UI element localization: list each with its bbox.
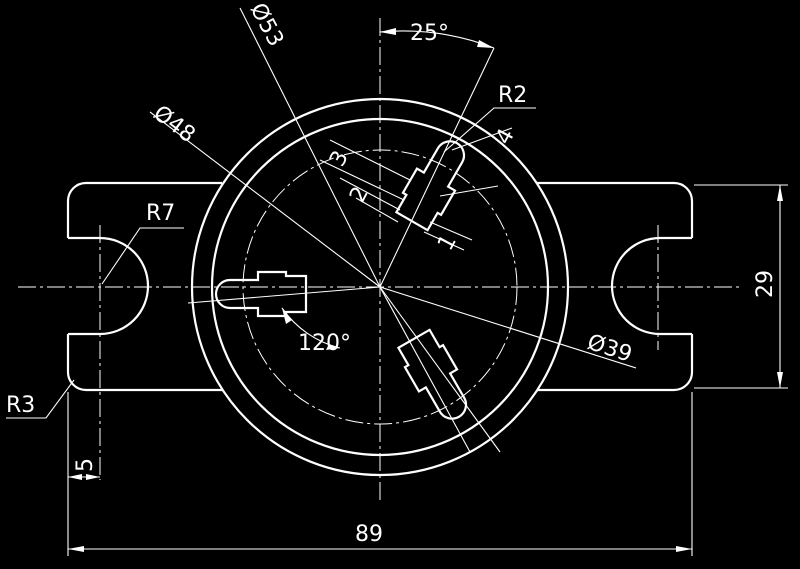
radial-line-slot-left — [187, 286, 381, 304]
dia-39-label: Ø39 — [584, 330, 635, 368]
dia-53-label: Ø53 — [245, 0, 288, 51]
angle-120-arrow-right — [326, 344, 340, 350]
keyed-slot-lower — [396, 328, 468, 420]
r2-label: R2 — [498, 83, 527, 108]
dim-29-arrow-bottom — [777, 372, 783, 388]
radial-line-slot-lower — [379, 286, 501, 453]
dim-5-arrow-right — [86, 474, 100, 480]
dim-5-label: 5 — [73, 458, 98, 472]
dim-89-arrow-right — [676, 546, 692, 552]
diameter-53-leader — [239, 7, 381, 288]
key-dim-3-ext-b — [319, 159, 405, 201]
key-dim-3-ext-a — [329, 139, 411, 181]
keyed-slot-upper — [394, 140, 466, 232]
dim-5-arrow-left — [68, 474, 82, 480]
key-dim-2-ext-b — [355, 197, 399, 223]
r7-leader — [101, 227, 184, 285]
radial-line-slot-lower-2 — [379, 286, 471, 453]
dim-89-label: 89 — [355, 522, 383, 547]
diameter-48-leader — [149, 111, 381, 288]
dim-29-label: 29 — [753, 270, 778, 298]
angle-120-label: 120° — [298, 331, 351, 356]
r2-leader — [443, 107, 536, 153]
diameter-39-leader — [379, 286, 637, 369]
key-dim-2-ext-a — [339, 177, 401, 211]
r3-leader — [6, 379, 75, 419]
angle-25-arrow-right — [477, 40, 494, 48]
key-dim-4-ext-a — [451, 127, 513, 151]
key-dim-4-label: 4 — [491, 125, 520, 149]
flange-plate-outline — [66, 181, 694, 392]
angle-25-arrow-left — [380, 28, 396, 35]
r7-label: R7 — [146, 201, 175, 226]
key-dim-1-ext-b — [423, 231, 465, 251]
angle-120-arrow-left — [282, 308, 292, 324]
dim-29-arrow-top — [777, 185, 783, 201]
key-dim-4-ext-b — [439, 185, 499, 197]
keyed-slot-left — [214, 270, 308, 318]
dia-48-label: Ø48 — [148, 101, 199, 148]
dim-89-arrow-left — [68, 546, 84, 552]
key-dim-1-ext-a — [429, 221, 473, 241]
angle-25-label: 25° — [410, 21, 449, 46]
key-dim-2-label: 2 — [345, 183, 374, 207]
radial-line-25deg — [379, 47, 495, 288]
r3-label: R3 — [6, 393, 35, 418]
